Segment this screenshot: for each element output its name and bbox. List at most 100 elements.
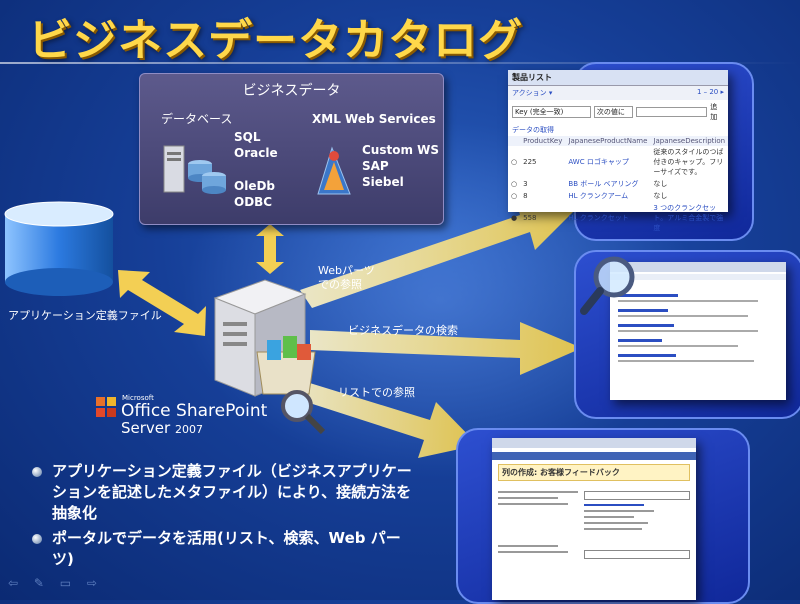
- result-title: [618, 294, 678, 297]
- result-snippet: [618, 300, 758, 302]
- webparts-label-line2: での参照: [318, 278, 362, 291]
- bullet-list: アプリケーション定義ファイル（ビジネスアプリケーションを記述したメタファイル）に…: [30, 461, 412, 574]
- db-items-bottom: OleDb ODBC: [234, 178, 275, 210]
- db-item-oracle: Oracle: [234, 146, 278, 160]
- database-server-icon: [163, 145, 226, 194]
- arrow-webparts: [300, 195, 580, 308]
- ws-item-siebel: Siebel: [362, 175, 404, 189]
- arrow-search: [310, 322, 582, 375]
- arrow-vertical: [256, 224, 284, 274]
- app-definition-label: アプリケーション定義ファイル: [8, 309, 162, 322]
- db-item-odbc: ODBC: [234, 195, 273, 209]
- list-label: リストでの参照: [338, 386, 415, 399]
- cell-desc: なし: [653, 192, 668, 200]
- business-data-title: ビジネスデータ: [242, 83, 341, 99]
- form-body: [492, 485, 696, 565]
- ws-items: Custom WS SAP Siebel: [362, 142, 439, 190]
- office-logo-icon: [96, 397, 116, 417]
- bullet-icon: [32, 467, 42, 477]
- cell-name[interactable]: HL クランクアーム: [568, 192, 629, 200]
- filter-value-input[interactable]: [636, 107, 708, 117]
- product-table: ProductKey JapaneseProductName JapaneseD…: [508, 136, 729, 234]
- paging-label[interactable]: 1 – 20 ▸: [696, 88, 724, 96]
- site-nav-bar: [492, 452, 696, 460]
- search-results-screenshot: [610, 262, 786, 400]
- ws-item-custom: Custom WS: [362, 143, 440, 157]
- table-row[interactable]: ○ 225 AWC ロゴキャップ 従来のスタイルのつば付きのキャップ。フリーサイ…: [508, 146, 728, 178]
- table-row[interactable]: ○ 8 HL クランクアーム なし: [508, 190, 728, 202]
- form-left-column: [498, 487, 578, 563]
- result-title: [618, 354, 676, 357]
- radio-selected-icon[interactable]: ●: [511, 214, 518, 222]
- form-input[interactable]: [584, 550, 690, 559]
- radio-icon[interactable]: ○: [511, 158, 518, 166]
- web-service-icon: [317, 146, 351, 195]
- app-definition-cylinder-icon: [4, 201, 114, 296]
- sharepoint-logo-year: 2007: [174, 423, 203, 436]
- slide-nav-controls[interactable]: ⇦ ✎ ▭ ⇨: [8, 576, 103, 590]
- webparts-label: Webパーツ での参照: [318, 264, 375, 292]
- radio-icon[interactable]: ○: [511, 180, 518, 188]
- bullet-icon: [32, 534, 42, 544]
- cell-desc: 3 つのクランクセット。アルミ合金製で強度: [653, 204, 724, 232]
- product-list-toolbar: アクション ▾ 1 – 20 ▸: [508, 86, 728, 100]
- col-desc[interactable]: JapaneseDescription: [650, 136, 729, 146]
- webparts-label-line1: Webパーツ: [318, 264, 375, 277]
- search-results-list: [618, 288, 778, 362]
- filter-field-select[interactable]: Key (完全一致): [512, 106, 591, 118]
- bullet-item: ポータルでデータを活用(リスト、検索、Web パーツ): [30, 528, 412, 570]
- business-data-panel: ビジネスデータ データベース SQL Oracle OleDb ODBC XML…: [139, 73, 444, 225]
- col-name[interactable]: JapaneseProductName: [565, 136, 651, 146]
- col-productkey[interactable]: ProductKey: [520, 136, 566, 146]
- slide-title: ビジネスデータカタログ: [28, 15, 523, 66]
- table-header: ProductKey JapaneseProductName JapaneseD…: [508, 136, 729, 146]
- result-snippet: [618, 360, 754, 362]
- result-title: [618, 309, 668, 312]
- browser-bar: [610, 262, 786, 272]
- table-row[interactable]: ○ 3 BB ボール ベアリング なし: [508, 178, 728, 190]
- result-title: [618, 339, 662, 342]
- result-snippet: [618, 345, 738, 347]
- ws-item-sap: SAP: [362, 159, 389, 173]
- sharepoint-logo-server: Server: [121, 419, 171, 437]
- radio-icon[interactable]: ○: [511, 192, 518, 200]
- product-list-screenshot: 製品リスト アクション ▾ 1 – 20 ▸ Key (完全一致) 次の値に 追…: [508, 70, 729, 232]
- cell-key: 8: [523, 192, 528, 200]
- search-magnifier-icon: [580, 256, 635, 315]
- cell-desc: なし: [653, 180, 668, 188]
- db-item-sql: SQL: [234, 130, 261, 144]
- list-form-screenshot: 列の作成: お客様フィードバック: [492, 438, 696, 600]
- product-list-title: 製品リスト: [508, 70, 728, 86]
- result-title: [618, 324, 674, 327]
- result-snippet: [618, 330, 758, 332]
- table-row[interactable]: ● 558 HL クランクセット 3 つのクランクセット。アルミ合金製で強度: [508, 202, 728, 234]
- form-right-column: [584, 487, 690, 563]
- cell-key: 225: [523, 158, 537, 166]
- form-heading: 列の作成: お客様フィードバック: [498, 464, 690, 481]
- db-item-oledb: OleDb: [234, 179, 276, 193]
- add-filter-link[interactable]: 追加: [710, 103, 718, 121]
- browser-bar: [492, 438, 696, 448]
- db-items-top: SQL Oracle: [234, 129, 278, 161]
- browser-toolbar: [610, 274, 786, 280]
- sharepoint-logo-line1: Office SharePoint: [121, 401, 268, 421]
- filter-row: Key (完全一致) 次の値に 追加: [508, 100, 728, 124]
- bullet-text: アプリケーション定義ファイル（ビジネスアプリケーションを記述したメタファイル）に…: [52, 462, 412, 522]
- title-underline: [0, 62, 800, 64]
- cell-name[interactable]: BB ボール ベアリング: [568, 180, 639, 188]
- arrow-list: [294, 380, 478, 458]
- sharepoint-logo-microsoft: Microsoft: [122, 394, 154, 402]
- filter-op-select[interactable]: 次の値に: [593, 106, 634, 118]
- bullet-text: ポータルでデータを活用(リスト、検索、Web パーツ): [52, 529, 401, 568]
- arrow-diagonal: [118, 270, 206, 336]
- server-icon: [213, 279, 326, 435]
- cell-key: 3: [523, 180, 528, 188]
- search-label: ビジネスデータの検索: [348, 324, 458, 337]
- action-menu[interactable]: アクション ▾: [512, 89, 553, 97]
- form-input[interactable]: [584, 491, 690, 500]
- cell-name[interactable]: AWC ロゴキャップ: [568, 158, 629, 166]
- retrieve-data-link[interactable]: データの取得: [512, 126, 554, 134]
- database-label: データベース: [161, 112, 233, 126]
- cell-name[interactable]: HL クランクセット: [568, 214, 629, 222]
